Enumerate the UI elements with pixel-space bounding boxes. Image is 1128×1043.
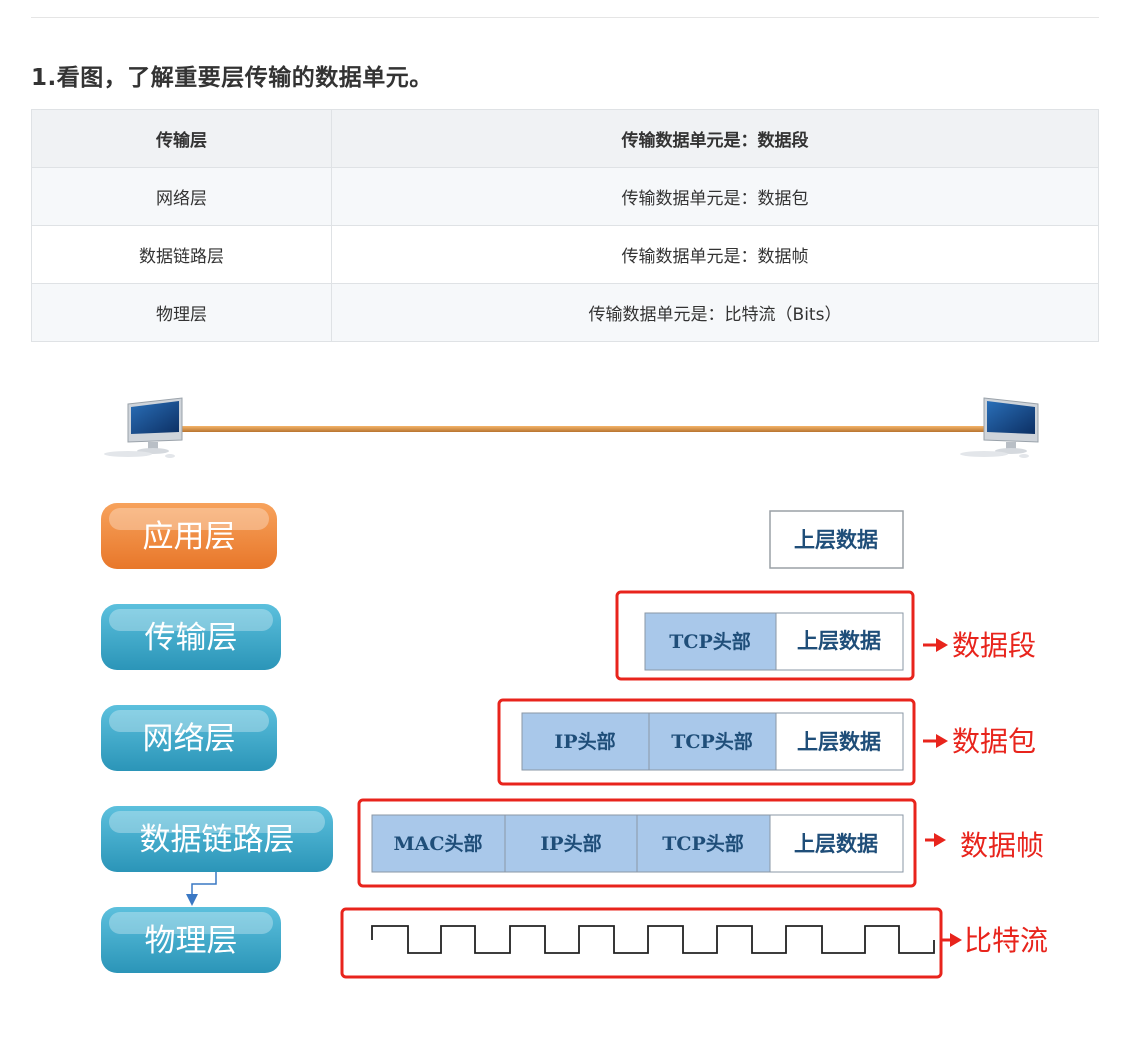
svg-text:上层数据: 上层数据 xyxy=(794,831,878,856)
frame-upper-data: 上层数据 xyxy=(769,814,904,873)
svg-text:TCP头部: TCP头部 xyxy=(669,630,751,653)
svg-text:IP头部: IP头部 xyxy=(554,730,615,753)
layer-data-link: 数据链路层 xyxy=(101,806,333,872)
layer-network: 网络层 xyxy=(101,705,277,771)
table-cell: 数据链路层 xyxy=(31,225,332,284)
svg-text:上层数据: 上层数据 xyxy=(797,729,881,754)
bitstream-highlight-box xyxy=(340,907,943,979)
packet-highlight-box xyxy=(497,698,916,786)
table-cell: 物理层 xyxy=(31,283,332,342)
packet-tcp-header: TCP头部 xyxy=(648,712,777,771)
unit-label-frame: 数据帧 xyxy=(960,829,1044,862)
segment-highlight-box xyxy=(615,590,915,681)
svg-text:应用层: 应用层 xyxy=(143,519,236,555)
table-cell: 传输数据单元是：比特流（Bits） xyxy=(331,283,1099,342)
table-cell: 传输数据单元是：数据帧 xyxy=(331,225,1099,284)
table-row: 物理层 传输数据单元是：比特流（Bits） xyxy=(31,283,1099,342)
frame-highlight-box xyxy=(357,798,917,888)
frame-ip-header: IP头部 xyxy=(504,814,638,873)
network-cable xyxy=(170,426,990,432)
table-header-cell: 传输数据单元是：数据段 xyxy=(331,109,1099,168)
packet-ip-header: IP头部 xyxy=(521,712,650,771)
segment-upper-data: 上层数据 xyxy=(775,612,904,671)
svg-text:IP头部: IP头部 xyxy=(540,832,601,855)
table-cell: 网络层 xyxy=(31,167,332,226)
svg-text:物理层: 物理层 xyxy=(145,923,238,959)
svg-text:数据链路层: 数据链路层 xyxy=(140,822,295,858)
table-row: 数据链路层 传输数据单元是：数据帧 xyxy=(31,225,1099,284)
frame-tcp-header: TCP头部 xyxy=(636,814,771,873)
table-header-row: 传输层 传输数据单元是：数据段 xyxy=(31,109,1099,168)
table-row: 网络层 传输数据单元是：数据包 xyxy=(31,167,1099,226)
layer-transport: 传输层 xyxy=(101,604,281,670)
svg-text:传输层: 传输层 xyxy=(145,620,238,656)
data-unit-table: 传输层 传输数据单元是：数据段 网络层 传输数据单元是：数据包 数据链路层 传输… xyxy=(31,109,1099,342)
packet-upper-data: 上层数据 xyxy=(775,712,904,771)
segment-arrow xyxy=(923,638,948,652)
section-heading: 1.看图，了解重要层传输的数据单元。 xyxy=(31,65,433,91)
svg-text:上层数据: 上层数据 xyxy=(797,628,881,653)
bitstream-arrow xyxy=(942,933,962,947)
left-computer-icon xyxy=(104,397,183,458)
svg-text:网络层: 网络层 xyxy=(143,721,236,757)
svg-text:MAC头部: MAC头部 xyxy=(394,832,483,855)
svg-text:TCP头部: TCP头部 xyxy=(662,832,744,855)
bitstream-waveform xyxy=(371,925,935,954)
packet-arrow xyxy=(923,734,948,748)
unit-label-segment: 数据段 xyxy=(952,629,1036,662)
application-upper-data-block: 上层数据 xyxy=(769,510,904,569)
unit-label-bitstream: 比特流 xyxy=(964,924,1048,957)
table-header-cell: 传输层 xyxy=(31,109,332,168)
unit-label-packet: 数据包 xyxy=(952,725,1036,758)
segment-tcp-header: TCP头部 xyxy=(644,612,777,671)
layer-application: 应用层 xyxy=(101,503,277,569)
frame-mac-header: MAC头部 xyxy=(371,814,506,873)
svg-text:上层数据: 上层数据 xyxy=(794,527,878,552)
frame-arrow xyxy=(925,833,946,847)
layer-physical: 物理层 xyxy=(101,907,281,973)
right-computer-icon xyxy=(960,397,1039,458)
svg-text:TCP头部: TCP头部 xyxy=(671,730,753,753)
link-to-physical-arrow xyxy=(186,872,217,906)
top-divider xyxy=(31,17,1099,18)
table-cell: 传输数据单元是：数据包 xyxy=(331,167,1099,226)
